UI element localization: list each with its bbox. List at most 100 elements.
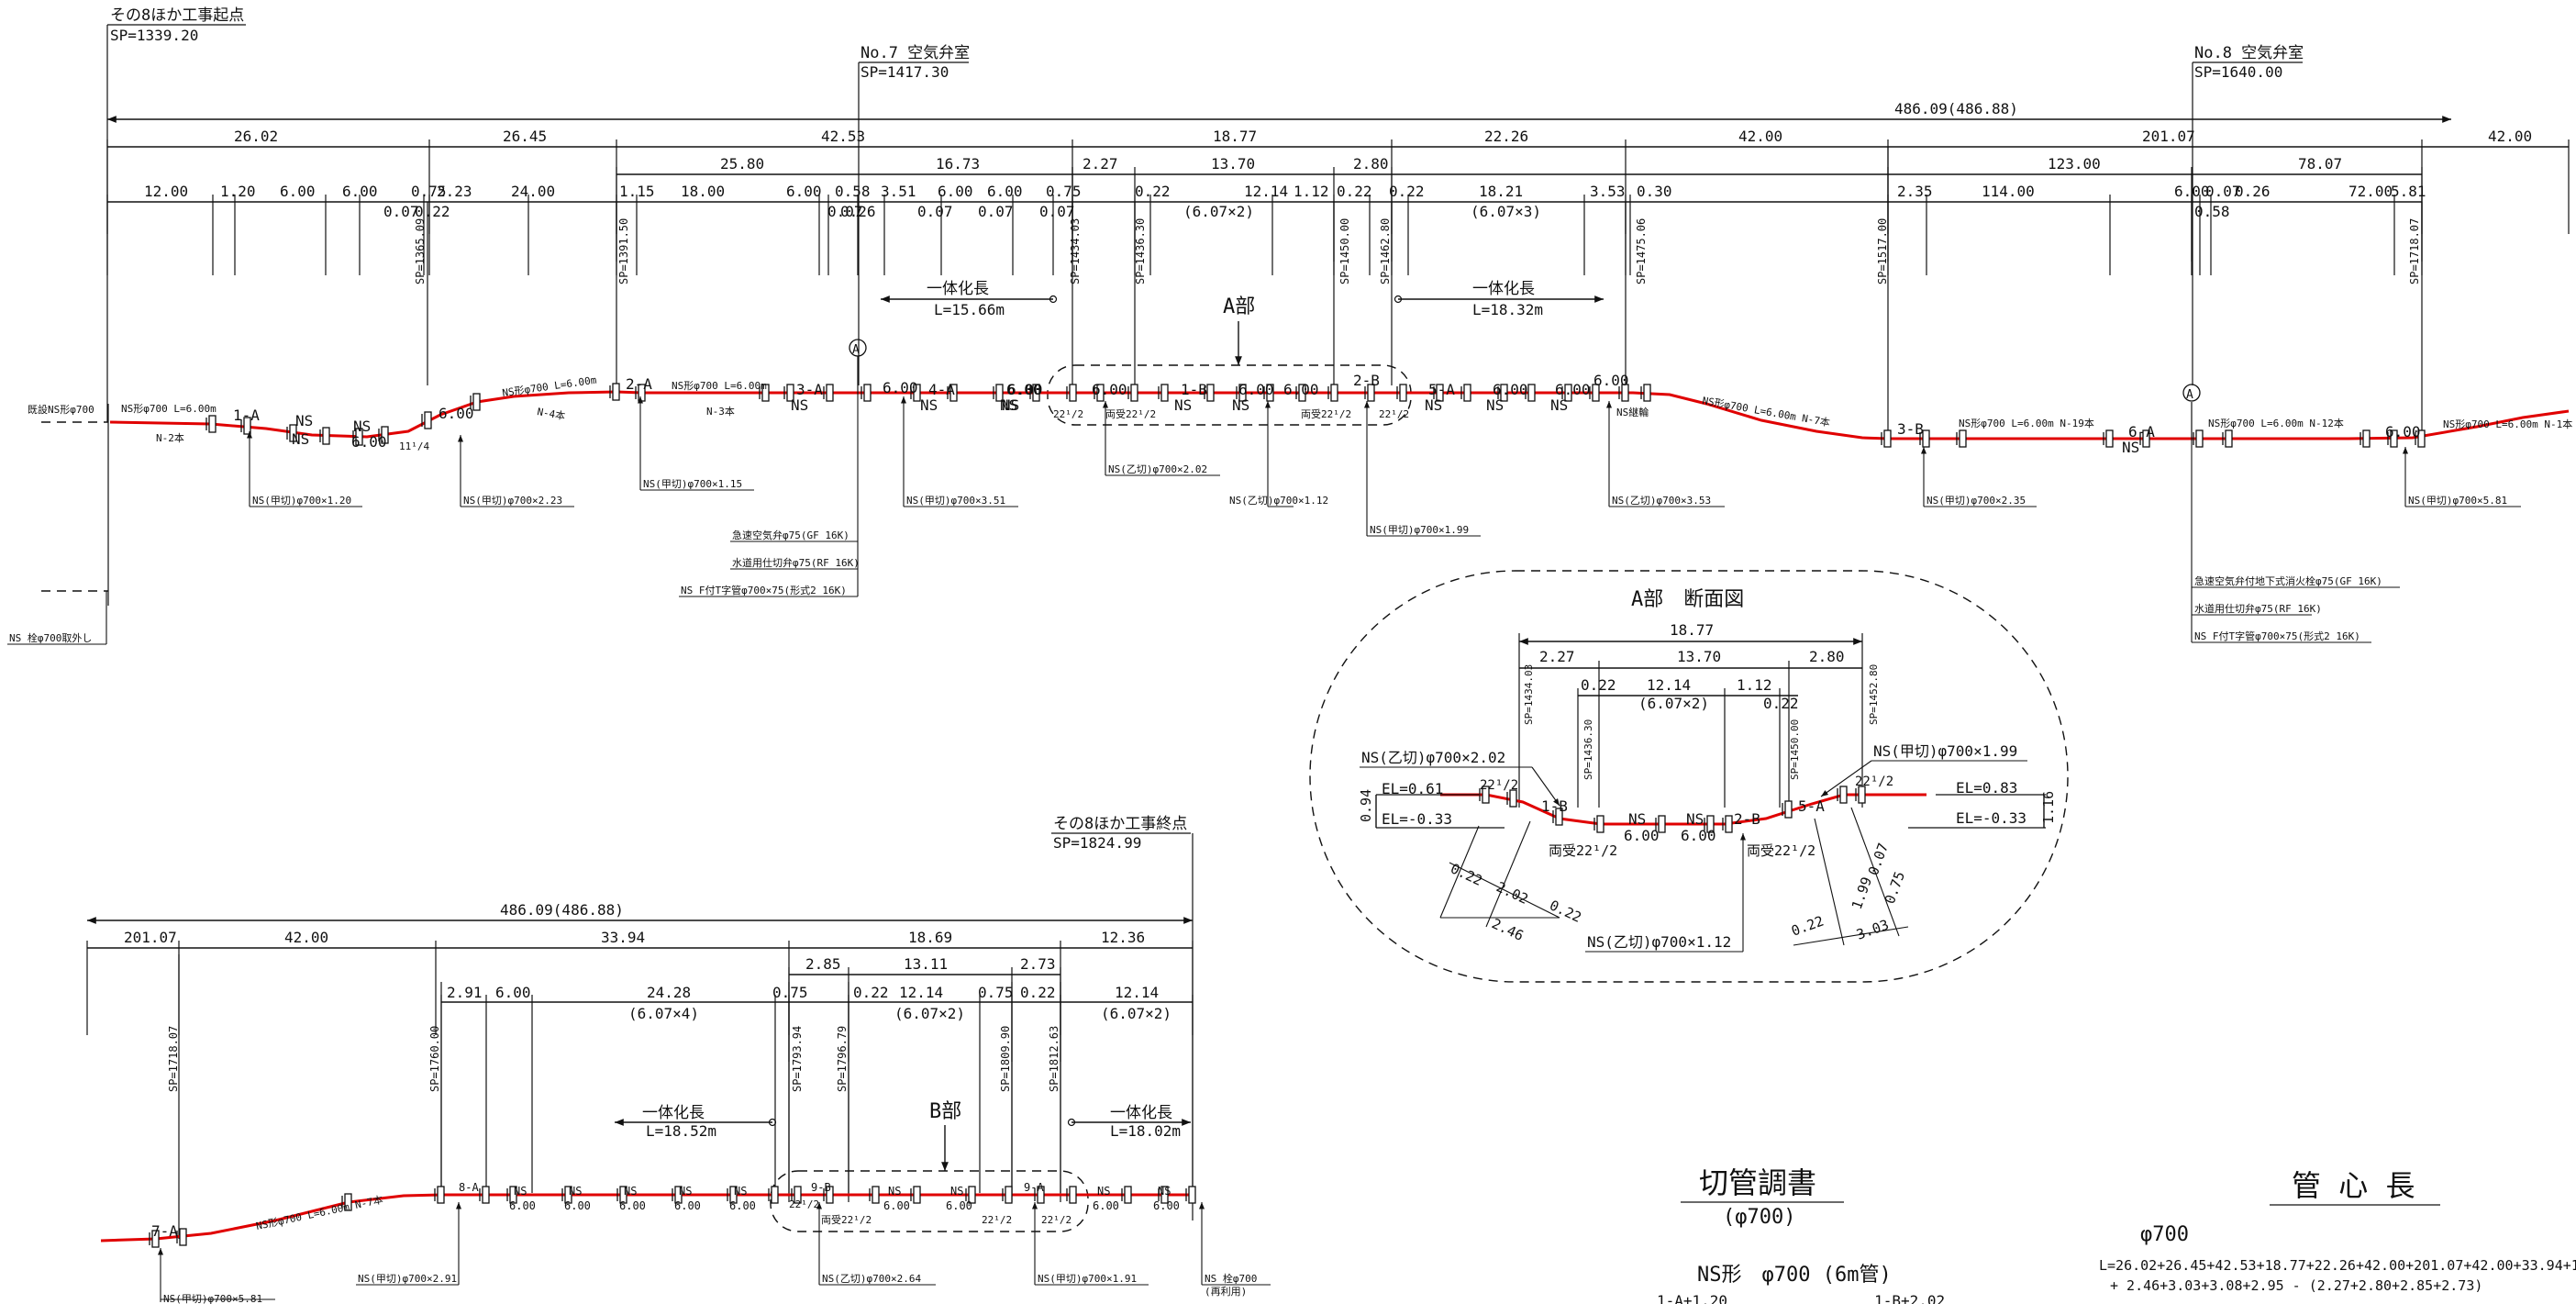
start-label: その8ほか工事起点 <box>110 6 244 25</box>
joint-fitting <box>761 384 770 402</box>
dimension-value: 0.75 <box>1046 183 1082 200</box>
pipe-note: NS継輪 <box>1616 406 1649 418</box>
joint-fitting <box>771 1186 779 1204</box>
joint-fitting <box>1858 786 1866 804</box>
pipe-label: 8-A <box>459 1181 479 1194</box>
pipe-note: 11¹/4 <box>399 440 429 452</box>
pipe-note: N-4本 <box>536 405 566 422</box>
joint-fitting <box>381 426 389 444</box>
dimension-value: 12.00 <box>144 183 188 200</box>
callout: NS 栓φ700 <box>1205 1272 1257 1285</box>
dimension-value: 12.36 <box>1101 929 1145 946</box>
joint-fitting <box>995 384 1004 402</box>
section-a-marker: A部 <box>1047 295 1412 426</box>
bottom-sp-marks: SP=1718.07 SP=1760.00 SP=1793.94 SP=1796… <box>167 954 1061 1239</box>
pipe-label: 6.00 <box>439 405 474 422</box>
pipe-label: NS <box>679 1185 692 1198</box>
joint-fitting <box>729 1186 738 1204</box>
sp-mark: SP=1462.80 <box>1379 218 1392 284</box>
bottom-total-value: 486.09(486.88) <box>500 901 624 919</box>
pipe-length-formula: L=26.02+26.45+42.53+18.77+22.26+42.00+20… <box>2099 1257 2576 1274</box>
sa-angle: 両受22¹/2 <box>1747 842 1815 859</box>
dimension-value: 0.07 <box>978 203 1014 220</box>
joint-fitting <box>1592 384 1600 402</box>
pipe-length-dia: φ700 <box>2140 1223 2189 1246</box>
joint-fitting <box>151 1230 160 1248</box>
callout: NS(甲切)φ700×1.15 <box>643 478 742 490</box>
valve-legend: 水道用仕切弁φ75(RF 16K) <box>2194 602 2322 615</box>
pipe-label: NS <box>624 1185 637 1198</box>
sp-mark: SP=1365.09 <box>414 218 427 284</box>
pipe-label: 6.00 <box>883 379 918 396</box>
dimension-value: 0.26 <box>840 203 876 220</box>
joint-fitting <box>1298 384 1306 402</box>
valve7-name: No.7 空気弁室 <box>861 44 970 62</box>
dimension-value: 2.85 <box>805 955 841 973</box>
callout: NS(甲切)φ700×3.51 <box>906 495 1005 507</box>
integ-length: L=18.02m <box>1110 1122 1181 1140</box>
section-a-fittings <box>1479 786 1866 833</box>
top-total-value: 486.09(486.88) <box>1894 100 2018 117</box>
pipe-note: NS形φ700 L=6.00m <box>121 403 217 415</box>
dimension-value: 18.00 <box>681 183 725 200</box>
pipe-label: NS <box>353 418 371 435</box>
sa-slant: 2.46 <box>1489 915 1526 944</box>
dimension-value: 2.27 <box>1083 155 1118 173</box>
callout: NS(甲切)φ700×2.91 <box>358 1273 457 1285</box>
pipe-length-formula: + 2.46+3.03+3.08+2.95 - (2.27+2.80+2.85+… <box>2110 1277 2482 1294</box>
joint-fitting <box>1436 384 1444 402</box>
joint-fitting <box>322 427 330 445</box>
joint-fitting <box>2195 429 2204 448</box>
valve7-sp: SP=1417.30 <box>861 63 949 81</box>
cut-table-subtitle: (φ700) <box>1723 1206 1795 1229</box>
pipe-label: NS <box>295 412 313 429</box>
joint-fitting <box>913 384 921 402</box>
pipe-label: 7-A <box>151 1222 178 1240</box>
bottom-fittings <box>149 1186 1196 1248</box>
sa-dim: 1.12 <box>1737 676 1772 694</box>
dimension-value: 12.14 <box>1115 984 1159 1001</box>
sa-el: EL=-0.33 <box>1382 810 1452 828</box>
sa-pipe: 2-B <box>1734 810 1760 828</box>
callout: NS(甲切)φ700×1.91 <box>1038 1273 1137 1285</box>
sp-mark: SP=1793.94 <box>791 1026 804 1092</box>
joint-fitting <box>1658 815 1666 833</box>
dimension-value: 16.73 <box>936 155 980 173</box>
sp-mark: SP=1809.90 <box>999 1026 1012 1092</box>
dimension-value: 0.22 <box>1337 183 1372 200</box>
joint-fitting <box>1725 815 1733 833</box>
joint-fitting <box>1883 429 1892 448</box>
sa-call: NS(乙切)φ700×1.12 <box>1587 933 1731 951</box>
top-start-point: その8ほか工事起点 SP=1339.20 <box>106 6 246 422</box>
joint-fitting <box>2417 429 2426 448</box>
pipe-label: 6.00 <box>1593 372 1629 389</box>
dimension-value: 3.53 <box>1590 183 1626 200</box>
dimension-value: 123.00 <box>2048 155 2101 173</box>
pipe-label: 4-A <box>928 381 955 398</box>
section-b-label: B部 <box>929 1100 961 1123</box>
pipe-label: NS <box>1002 396 1019 414</box>
sa-dim: 13.70 <box>1677 648 1721 665</box>
joint-fitting <box>2362 429 2371 448</box>
pipe-note: 22¹/2 <box>1041 1214 1071 1226</box>
dimension-value: (6.07×3) <box>1471 203 1541 220</box>
joint-fitting <box>208 415 217 433</box>
sp-mark: SP=1391.50 <box>617 218 630 284</box>
joint-fitting <box>509 1186 517 1204</box>
pipe-label: NS <box>1158 1185 1171 1198</box>
callout: NS(甲切)φ700×2.35 <box>1926 495 2026 507</box>
pipe-label: NS <box>950 1185 963 1198</box>
pipe-label: 6.00 <box>619 1199 646 1212</box>
sa-dim: 2.27 <box>1539 648 1575 665</box>
valve-legend: NS F付T字管φ700×75(形式2 16K) <box>681 584 847 596</box>
sa-sp: SP=1450.00 <box>1789 719 1801 780</box>
integ-label: 一体化長 <box>1110 1104 1172 1122</box>
cut-table-row: 1-A+1.20 1-B+2.02 <box>1657 1292 1945 1304</box>
pipe-label: 9-B <box>811 1181 831 1194</box>
dimension-value: 2.35 <box>1897 183 1933 200</box>
dimension-value: 0.26 <box>2235 183 2271 200</box>
top-sp-marks: SP=1365.09 SP=1391.50 SP=1434.03 SP=1436… <box>414 147 2423 440</box>
joint-fitting <box>1509 789 1517 808</box>
